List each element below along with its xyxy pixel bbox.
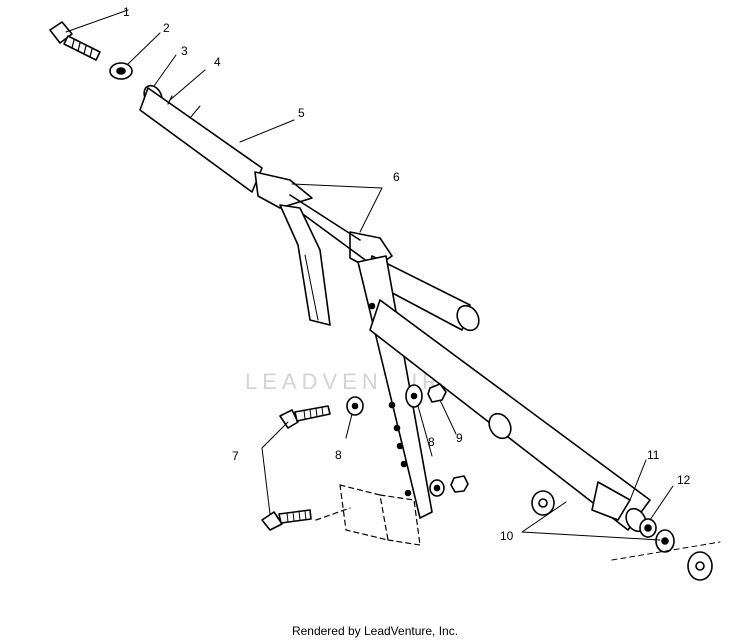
watermark-text: LEADVENTURE [245,369,463,394]
part-axle-tube-5 [139,87,263,193]
part-nuts-9 [427,383,469,493]
part-bolt-1 [49,21,101,61]
part-collar-6 [254,171,393,271]
callout-5: 5 [298,106,305,120]
callout-1: 1 [123,5,130,19]
part-washer-2 [109,62,133,80]
callout-8a: 8 [335,448,342,462]
leader-lines [65,9,721,561]
callout-3: 3 [181,44,188,58]
phantom-plate [315,484,421,546]
part-washers-10 [531,490,713,581]
part-left-bracket [279,204,331,326]
part-cross-tube [289,194,480,332]
part-washers-8 [346,384,445,497]
callout-labels: 1 2 3 4 5 6 7 8 8 9 10 11 12 [123,5,691,543]
callout-2: 2 [163,21,170,35]
callout-8b: 8 [428,435,435,449]
footer-caption: Rendered by LeadVenture, Inc. [291,624,459,638]
callout-10: 10 [500,529,514,543]
callout-11: 11 [647,448,660,462]
part-lower-tube [369,299,651,531]
callout-12: 12 [677,473,691,487]
callout-6: 6 [393,170,400,184]
callout-4: 4 [214,55,221,69]
callout-9: 9 [456,431,463,445]
callout-7: 7 [232,449,239,463]
part-bolts-7 [261,405,331,531]
part-washer-12 [639,518,657,538]
